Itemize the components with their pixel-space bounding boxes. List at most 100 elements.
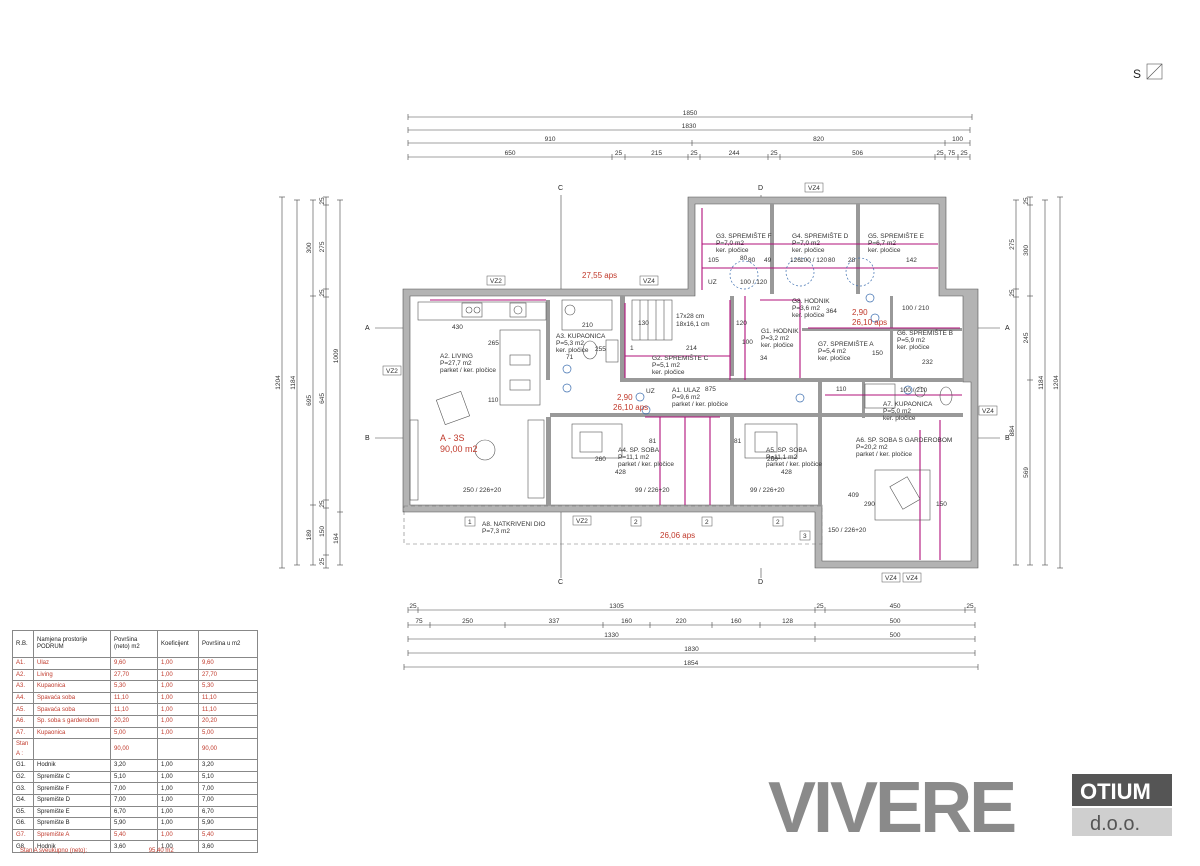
room-label: ker. pločice <box>761 342 794 349</box>
elevation-label: 27,55 aps <box>582 271 617 280</box>
room-label: ker. pločice <box>818 355 851 362</box>
room-label: parket / ker. pločice <box>618 461 674 468</box>
left-dim-2-label: 25 <box>319 289 326 297</box>
room-dimension: 80 <box>748 257 756 264</box>
window-tag: 2 <box>634 519 638 526</box>
legend-cell-rb: A7. <box>12 726 34 740</box>
room-label: P=11,1 m2 <box>766 454 798 461</box>
vz-tag: VZ4 <box>643 278 655 285</box>
right-dim-outer-label: 1204 <box>1053 375 1060 390</box>
room-label: P=5,4 m2 <box>818 348 846 355</box>
legend-cell-rb: G1. <box>12 759 34 772</box>
legend-cell-area: 27,70 <box>198 668 258 682</box>
legend-cell-coef: 1,00 <box>157 793 199 807</box>
room-label: A8. NATKRIVENI DIO <box>482 521 545 528</box>
elevation-label: 26,06 aps <box>660 531 695 540</box>
room-dimension: 290 <box>864 501 875 508</box>
vz-tag-box <box>804 182 824 193</box>
installation-lines <box>430 208 962 560</box>
vz-tag: VZ2 <box>490 278 502 285</box>
vz-tag: VZ4 <box>982 408 994 415</box>
legend-cell-area: 7,00 <box>198 782 258 795</box>
room-dimension: 255 <box>595 346 606 353</box>
room-label: G7. SPREMIŠTE A <box>818 339 874 348</box>
room-dimension: 210 <box>582 322 593 329</box>
legend-header-area: Površina u m2 <box>198 630 258 658</box>
right-dim-1-label: 245 <box>1023 332 1030 343</box>
legend-cell-rb: Stan A : <box>12 738 34 761</box>
right-dim-mid-label: 1184 <box>1038 375 1045 389</box>
room-dimension: 150 <box>936 501 947 508</box>
bottom-dim-2-label: 250 <box>462 618 473 625</box>
room-label: P=5,9 m2 <box>897 337 925 344</box>
room-dimension: 80 <box>828 257 836 264</box>
legend-cell-name <box>33 738 111 761</box>
north-label: S <box>1133 67 1141 81</box>
room-label: UZ <box>708 279 717 286</box>
room-label: P=7,3 m2 <box>482 528 510 535</box>
legend-cell-name: Ulaz <box>33 657 111 670</box>
legend-cell-rb: A1. <box>12 657 34 670</box>
room-dimension: 232 <box>922 359 933 366</box>
room-label: 18x16,1 cm <box>676 321 710 328</box>
room-label: P=7,0 m2 <box>792 240 820 247</box>
top-dim-2-label: 1830 <box>682 123 697 130</box>
window-tag-box <box>464 516 476 527</box>
room-dimension: 34 <box>760 355 768 362</box>
left-dim-3-label: 1009 <box>333 348 340 363</box>
legend-cell-area: 11,10 <box>198 691 258 705</box>
legend-cell-name: Kupaonica <box>33 726 111 740</box>
left-dim-3-label: 164 <box>333 533 340 544</box>
elevation-label: 2,90 <box>852 308 868 317</box>
elevation-label: 26,10 aps <box>613 403 648 412</box>
top-dim-4-label: 506 <box>852 150 863 157</box>
window-size: 150 / 226+20 <box>828 527 867 534</box>
legend-cell-rb: A3. <box>12 680 34 693</box>
legend-cell-name: Spremište A <box>33 828 111 842</box>
room-label: parket / ker. pločice <box>856 451 912 458</box>
legend-cell-rb: G3. <box>12 782 34 795</box>
legend-header-coef: Koeficijent <box>157 630 199 658</box>
room-label: ker. pločice <box>652 369 685 376</box>
room-label: ker. pločice <box>897 344 930 351</box>
bottom-dim-3-label: 500 <box>890 632 901 639</box>
logo-sub-doo: d.o.o. <box>1090 813 1140 835</box>
window-tag-box <box>701 516 713 527</box>
left-dim-1-label: 695 <box>306 395 313 406</box>
window-size: 99 / 226+20 <box>750 487 785 494</box>
furniture <box>403 299 953 545</box>
room-dimension: 875 <box>705 386 716 393</box>
legend-cell-coef: 1,00 <box>157 703 199 716</box>
legend-cell-rb: A4. <box>12 691 34 705</box>
room-dimension: 49 <box>764 257 772 264</box>
legend-cell-name: Sp. soba s garderobom <box>33 714 111 728</box>
right-dim-1-label: 300 <box>1023 245 1030 256</box>
room-dimension: 265 <box>488 340 499 347</box>
legend-cell-coef: 1,00 <box>157 840 199 853</box>
legend-cell-net: 7,00 <box>110 782 158 795</box>
total-label: Stan A sveukupno (neto): <box>20 848 88 854</box>
room-dimension: 120 <box>736 320 747 327</box>
company-logo: VIVERE OTIUM d.o.o. <box>768 772 1172 836</box>
bottom-dim-5-label: 1854 <box>684 660 699 667</box>
room-label: ker. pločice <box>716 247 749 254</box>
left-dim-2-label: 150 <box>319 526 326 537</box>
legend-cell-area: 5,90 <box>198 817 258 830</box>
legend-cell-rb: G5. <box>12 805 34 819</box>
legend-cell-net: 3,20 <box>110 759 158 772</box>
storage-circles <box>562 257 913 415</box>
legend-cell-coef <box>157 738 199 761</box>
section-mark: D <box>758 579 763 586</box>
top-dim-4-label: 25 <box>770 150 778 157</box>
logo-main: VIVERE <box>768 772 1015 836</box>
vz-tag: VZ4 <box>808 185 820 192</box>
legend-cell-name: Living <box>33 668 111 682</box>
room-label: parket / ker. pločice <box>440 367 496 374</box>
room-label: parket / ker. pločice <box>672 401 728 408</box>
